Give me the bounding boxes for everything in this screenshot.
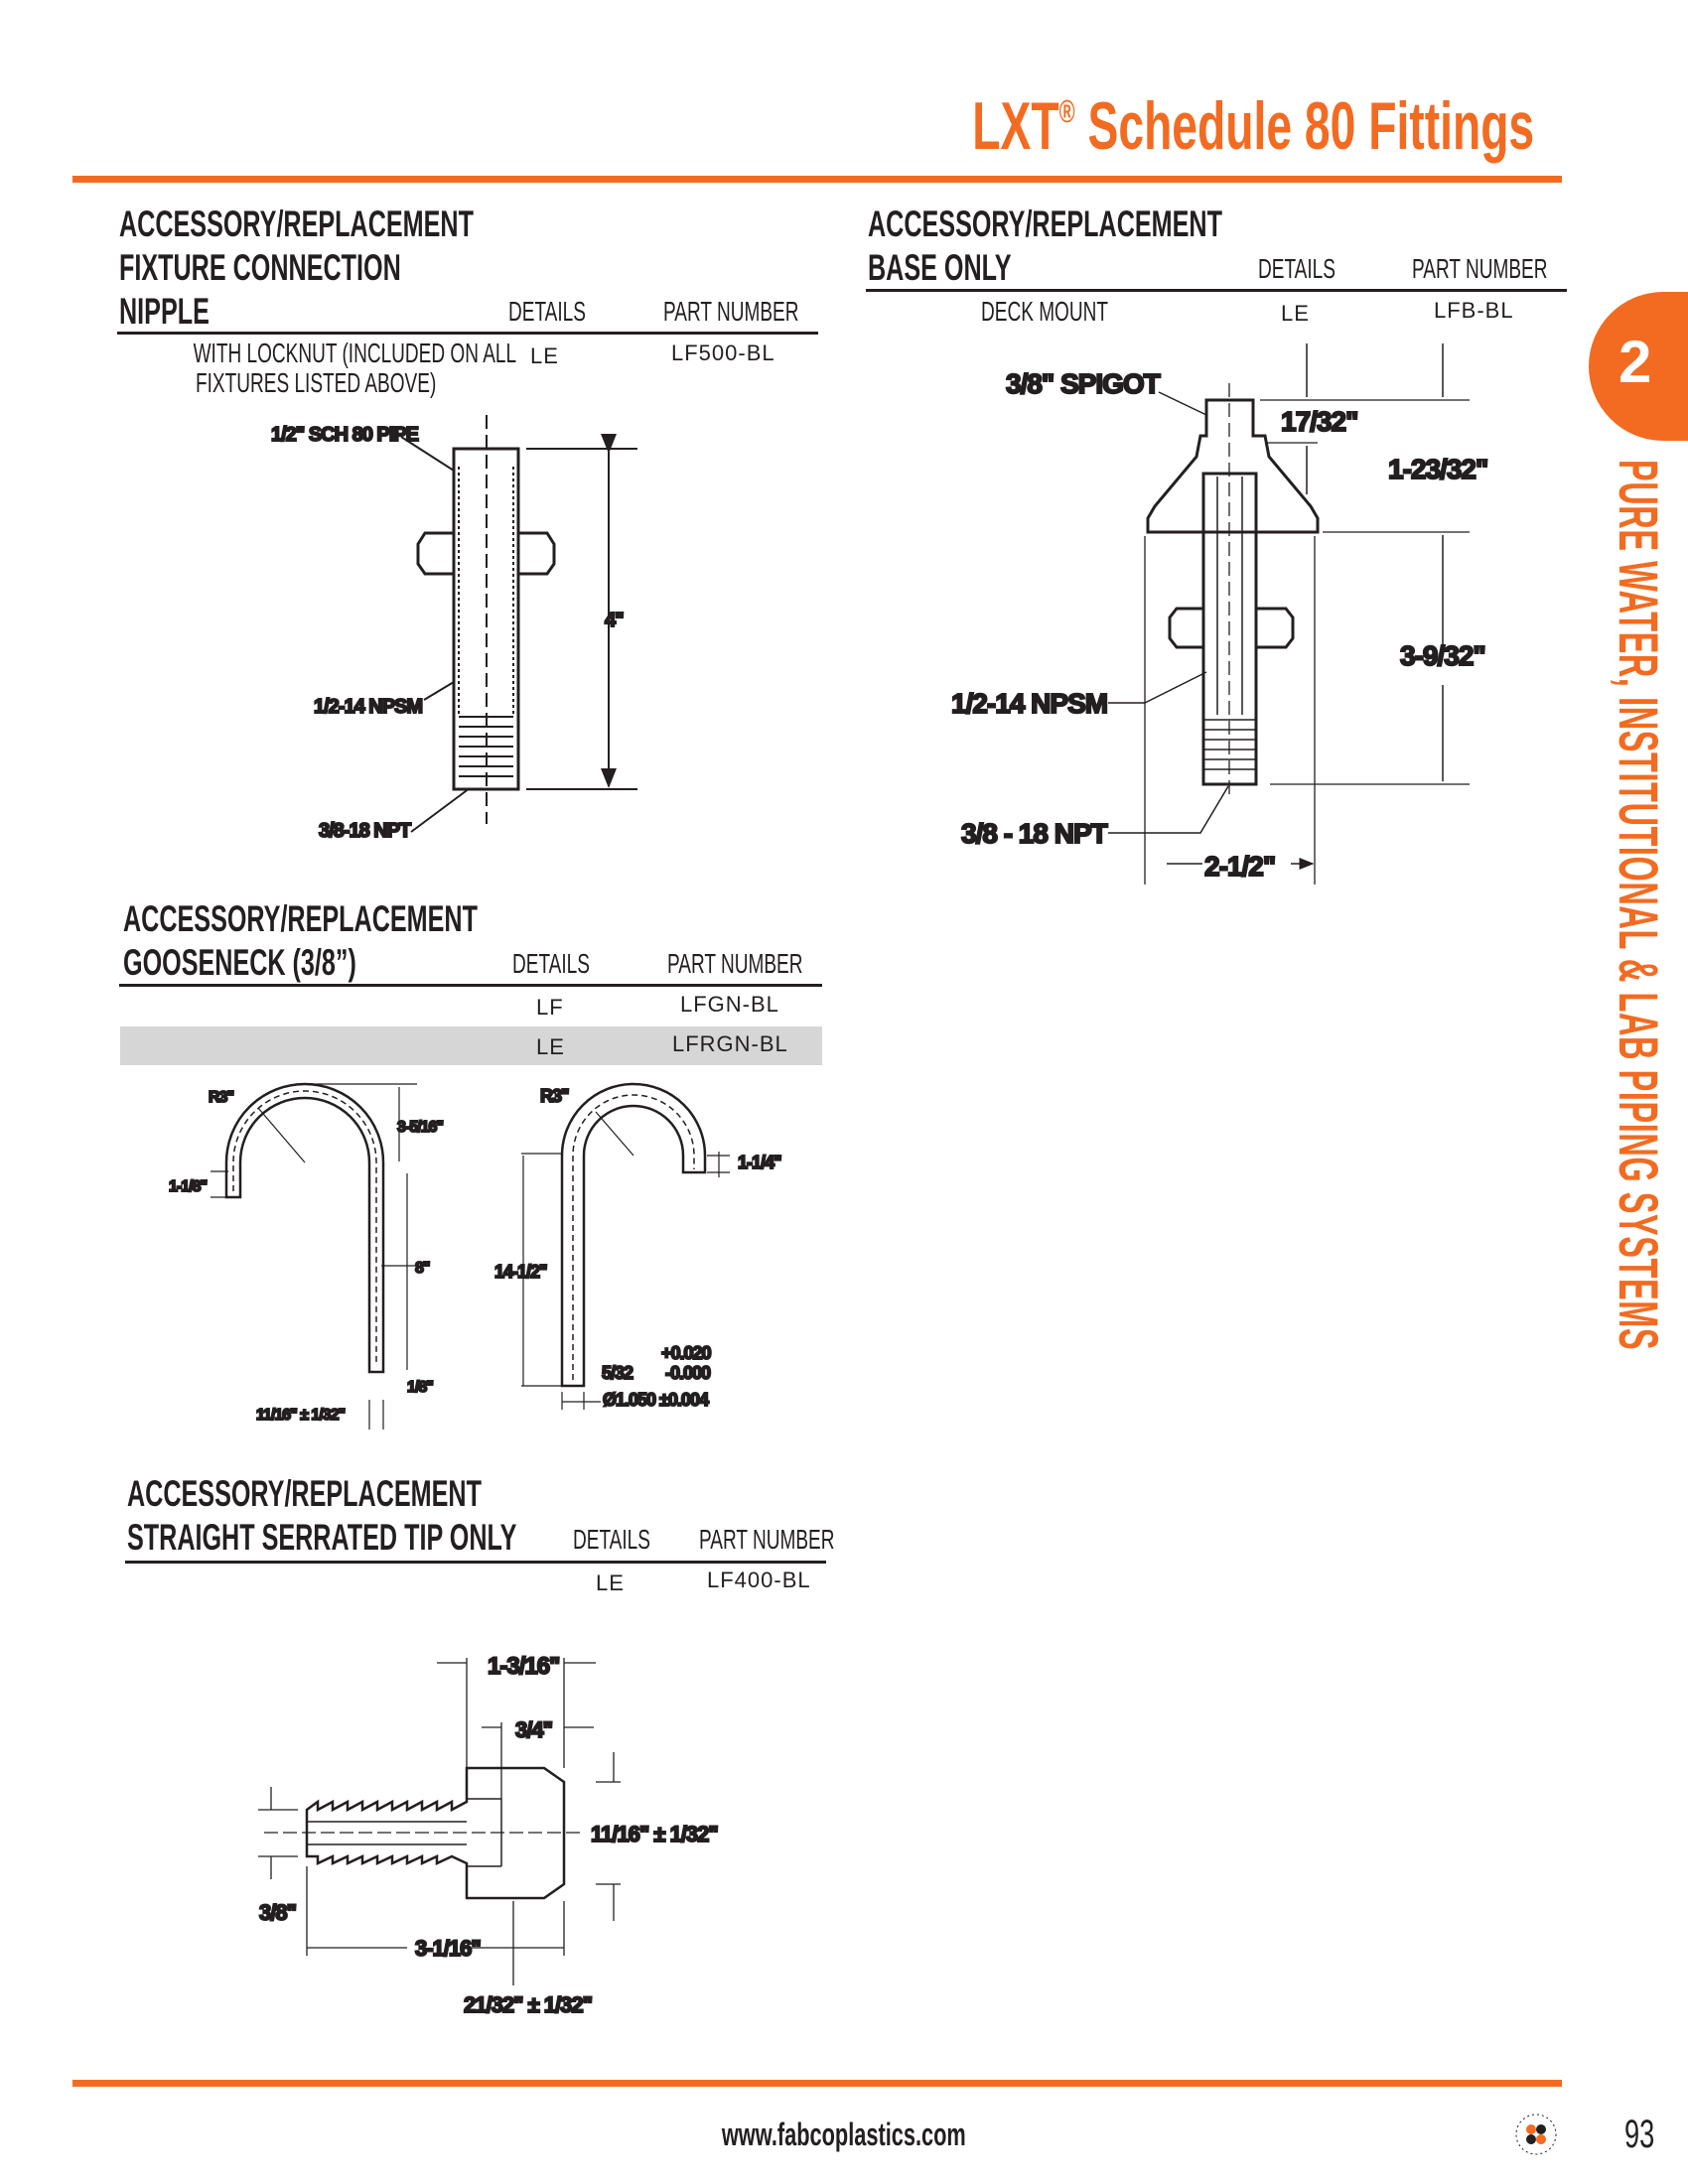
- table-cell-part: LF500-BL: [671, 341, 775, 365]
- label-tip-dia: 3/8": [259, 1900, 296, 1925]
- fabco-logo-icon: [1515, 2114, 1557, 2155]
- label-od2: 21/32" ± 1/32": [464, 1992, 592, 2017]
- table-rule: [119, 984, 822, 987]
- serrated-tip-heading: ACCESSORY/REPLACEMENT STRAIGHT SERRATED …: [127, 1473, 517, 1558]
- label-npt: 3/8 - 18 NPT: [961, 818, 1108, 849]
- label-od-right: Ø1.050 ±0.004: [603, 1390, 709, 1410]
- table-cell-part: LFB-BL: [1434, 298, 1514, 323]
- label-length: 4": [605, 610, 624, 631]
- table-row-shaded: [120, 1026, 822, 1065]
- nipple-heading: ACCESSORY/REPLACEMENT FIXTURE CONNECTION…: [119, 204, 474, 332]
- gooseneck-left-drawing: [211, 1082, 417, 1430]
- page-title: LXT® Schedule 80 Fittings: [972, 88, 1534, 164]
- label-width: 2-1/2": [1204, 851, 1275, 882]
- label-r-right: R3": [540, 1086, 569, 1106]
- label-head-inner: 3/4": [515, 1717, 552, 1742]
- label-npt: 3/8-18 NPT: [319, 820, 411, 842]
- label-head-len: 1-3/16": [488, 1653, 559, 1680]
- label-len-left: 8": [415, 1260, 430, 1277]
- table-row-description: WITH LOCKNUT (INCLUDED ON ALL FIXTURES L…: [193, 338, 517, 398]
- label-npsm: 1/2-14 NPSM: [314, 696, 422, 718]
- col-part-number: PART NUMBER: [699, 1524, 835, 1555]
- page-number: 93: [1624, 2113, 1655, 2156]
- base-heading: ACCESSORY/REPLACEMENT BASE ONLY: [868, 204, 1222, 288]
- col-part-number: PART NUMBER: [667, 948, 803, 979]
- serrated-tip-drawing: [258, 1658, 621, 1985]
- col-details: DETAILS: [508, 296, 586, 327]
- table-cell-details: LE: [530, 343, 559, 368]
- table-cell-details: LE: [1281, 301, 1310, 326]
- nipple-drawing: [400, 415, 637, 833]
- label-npsm: 1/2-14 NPSM: [951, 688, 1107, 719]
- top-rule: [72, 176, 1562, 183]
- col-part-number: PART NUMBER: [1412, 253, 1548, 284]
- table-row-description: DECK MOUNT: [981, 296, 1108, 327]
- table-cell-part: LFGN-BL: [680, 992, 779, 1017]
- base-drawing: [1108, 343, 1470, 885]
- col-details: DETAILS: [573, 1524, 650, 1555]
- label-leg-left: 1-1/8": [169, 1178, 207, 1195]
- label-spigot-len: 17/32": [1281, 406, 1357, 437]
- label-r-left: R3": [209, 1089, 233, 1106]
- label-leg-right: 1-1/4": [738, 1153, 781, 1172]
- table-rule: [125, 1561, 826, 1564]
- label-wall: 1/8": [407, 1379, 433, 1396]
- label-tip-len: 3-1/16": [415, 1936, 481, 1961]
- label-h-left: 3-5/16": [397, 1119, 443, 1136]
- bottom-rule: [72, 2080, 1562, 2087]
- label-pipe: 1/2" SCH 80 PIPE: [271, 424, 419, 446]
- label-od-left: 11/16" ± 1/32": [256, 1407, 346, 1424]
- chapter-title: PURE WATER, INSTITUTIONAL & LAB PIPING S…: [1608, 460, 1670, 1351]
- label-tol-plus: +0.020: [661, 1343, 712, 1363]
- label-len-right: 14-1/2": [494, 1262, 547, 1282]
- table-cell-details: LF: [536, 995, 564, 1020]
- table-rule: [117, 332, 818, 335]
- col-details: DETAILS: [512, 948, 590, 979]
- table-cell-part: LF400-BL: [707, 1568, 811, 1592]
- gooseneck-heading: ACCESSORY/REPLACEMENT GOOSENECK (3/8”): [123, 898, 478, 983]
- label-top-height: 1-23/32": [1388, 454, 1487, 484]
- gooseneck-right-drawing: [521, 1082, 730, 1410]
- table-rule: [866, 289, 1567, 292]
- label-head-od: 11/16" ± 1/32": [591, 1822, 718, 1846]
- chapter-number: 2: [1618, 329, 1652, 395]
- table-cell-part: LFRGN-BL: [672, 1031, 788, 1056]
- label-bottom-height: 3-9/32": [1400, 640, 1485, 671]
- website-url[interactable]: www.fabcoplastics.com: [722, 2116, 966, 2152]
- label-tol-minus: -0.000: [665, 1363, 711, 1383]
- col-details: DETAILS: [1258, 253, 1336, 284]
- col-part-number: PART NUMBER: [663, 296, 799, 327]
- label-spigot: 3/8" SPIGOT: [1006, 368, 1161, 399]
- table-cell-details: LE: [596, 1570, 625, 1595]
- table-cell-details: LE: [536, 1034, 565, 1059]
- label-wall-right: 5/32: [602, 1363, 633, 1383]
